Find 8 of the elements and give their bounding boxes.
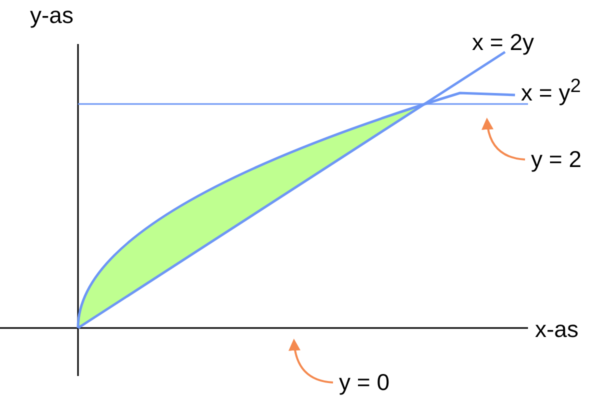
line-label: y = 2: [531, 148, 582, 171]
axis-label: y-as: [30, 4, 74, 27]
curve-label: x = 2y: [472, 31, 534, 54]
leader-arrow: [482, 118, 526, 160]
line-label: y = 0: [339, 371, 390, 394]
leader-arrow: [288, 338, 334, 384]
axis-label: x-as: [535, 318, 578, 341]
curve-label: x = y$^{2}$: [521, 77, 581, 105]
